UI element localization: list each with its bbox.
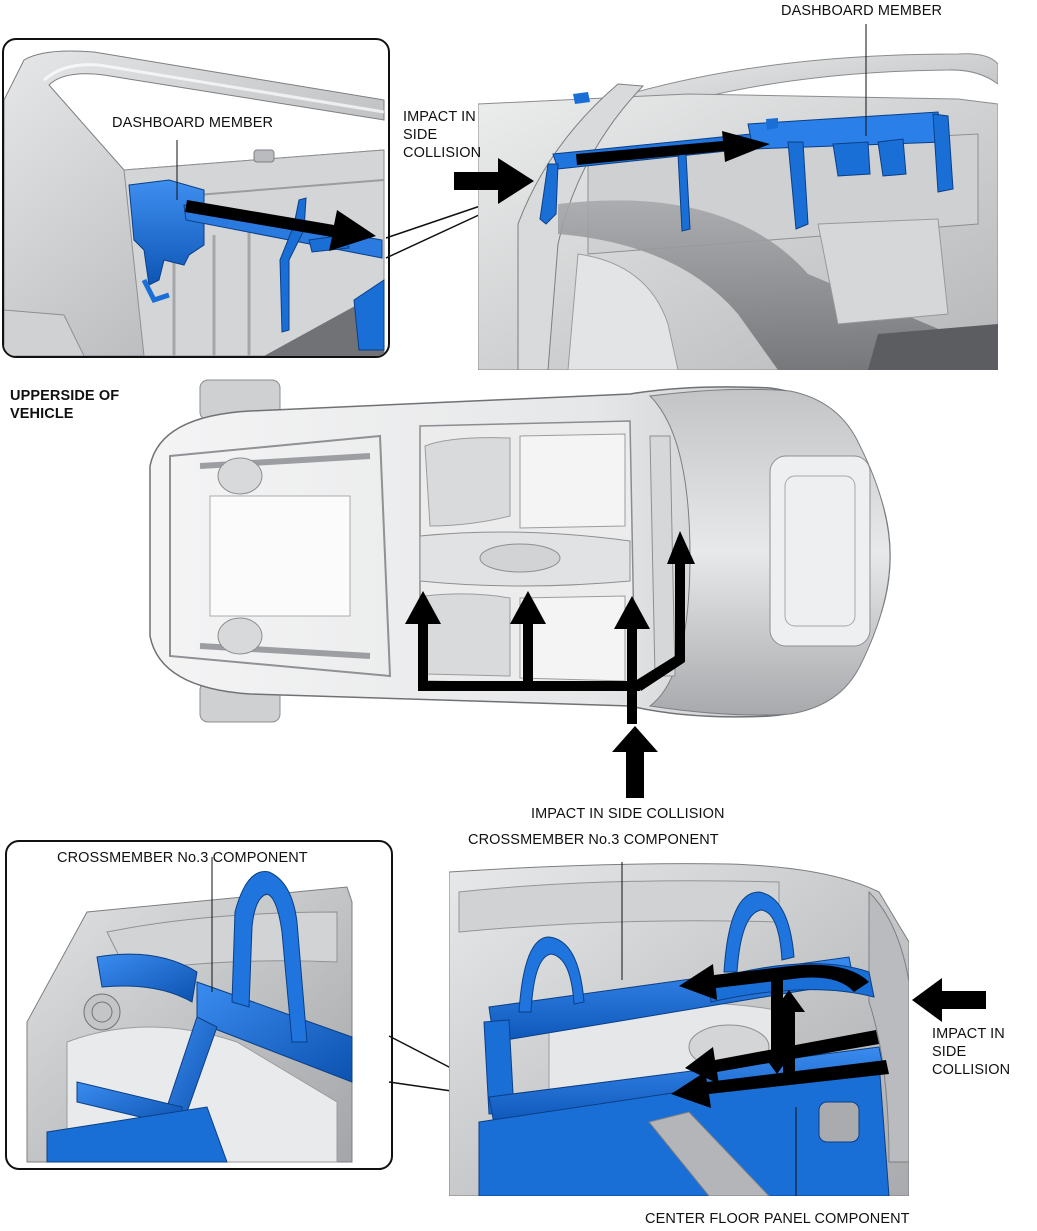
load-path-arrow-icon xyxy=(185,200,376,251)
dashboard-member-illustration xyxy=(478,24,998,370)
dashboard-member-main-view xyxy=(478,24,998,370)
crossmember-illustration xyxy=(449,862,909,1196)
dashboard-member-closeup-illustration xyxy=(4,50,385,356)
bottom-impact-label: IMPACT IN SIDE COLLISION xyxy=(932,1026,1011,1078)
main-dashboard-member-label: DASHBOARD MEMBER xyxy=(781,3,943,19)
upperside-heading: UPPERSIDE OF VEHICLE xyxy=(10,388,120,422)
up-arrow-icon xyxy=(612,726,658,798)
load-path-arrow-icon xyxy=(576,131,770,165)
vehicle-top-view xyxy=(130,376,900,726)
left-arrow-icon xyxy=(912,978,986,1022)
inset-connector-lines xyxy=(385,201,495,259)
top-impact-label: IMPACT IN SIDE COLLISION xyxy=(403,109,482,161)
middle-impact-label: IMPACT IN SIDE COLLISION xyxy=(531,806,725,822)
center-floor-panel-label: CENTER FLOOR PANEL COMPONENT xyxy=(645,1211,910,1227)
inset-dashboard-member-label: DASHBOARD MEMBER xyxy=(112,115,274,131)
crossmember-main-view xyxy=(449,862,909,1196)
right-arrow-icon xyxy=(454,158,534,204)
crossmember-closeup-illustration xyxy=(26,857,353,1163)
main-crossmember-label: CROSSMEMBER No.3 COMPONENT xyxy=(468,832,719,848)
crossmember-inset xyxy=(5,840,393,1170)
load-path-arrow-icon xyxy=(671,964,889,1108)
vehicle-body-top-view-illustration xyxy=(149,379,891,724)
load-path-arrow-icon xyxy=(405,531,695,724)
dashboard-member-inset xyxy=(2,38,390,358)
inset-crossmember-label: CROSSMEMBER No.3 COMPONENT xyxy=(57,850,308,866)
